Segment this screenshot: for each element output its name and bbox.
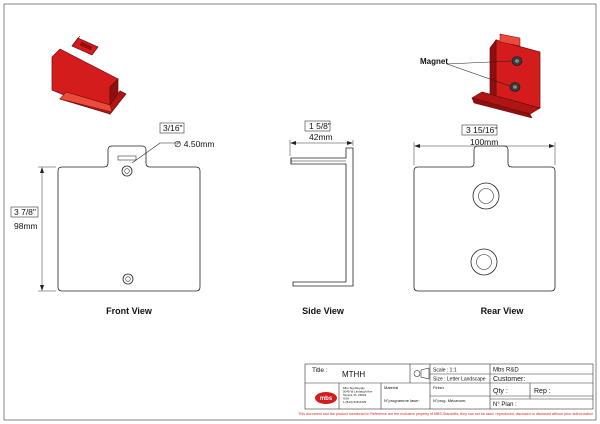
width-dim-inch-box (461, 124, 498, 136)
qty-label: Qty : (493, 388, 508, 395)
mbs-logo-text: mbs (320, 396, 333, 402)
front-hole-lower-inner (125, 276, 131, 282)
address-line-5: 1-(813) 538-6325 (343, 400, 367, 404)
iso-rear-part (446, 33, 541, 119)
projection-symbol-icon (413, 370, 421, 377)
magnet-upper-core (515, 59, 519, 63)
height-dim-inch: 3 7/8" (14, 207, 36, 217)
rear-view-outline (413, 145, 556, 292)
sheet-border (3, 3, 597, 421)
width-dim-mm: 100mm (470, 137, 498, 147)
width-arrow-left (414, 144, 420, 148)
front-view-outline (57, 145, 201, 292)
plan-label: N° Plan : (493, 402, 517, 408)
magnet-leader-lower (446, 63, 511, 87)
side-view-outline (290, 147, 354, 287)
magnet-leader-upper (446, 60, 513, 65)
height-dim-mm: 98mm (14, 221, 38, 231)
company-text: Mbs R&D (493, 368, 519, 374)
hole-dim-inch: 3/16" (163, 123, 183, 133)
depth-arrow-left (290, 141, 296, 145)
title-block-frame (304, 363, 594, 410)
magnet-label: Magnet (420, 57, 448, 66)
front-hole-lower (122, 273, 134, 285)
front-view-label: Front View (106, 306, 153, 316)
front-hole-upper-inner (124, 168, 130, 174)
prog-mecanum-label: N°prog. Mécanum. (433, 398, 466, 403)
depth-arrow-right (347, 141, 353, 145)
title-value: MTHH (342, 370, 365, 379)
address-line-1: Mbs SignSupply (343, 386, 365, 390)
front-slot (117, 155, 137, 161)
width-arrow-right (549, 144, 555, 148)
hole-callout-leader (131, 142, 180, 164)
finish-label: Finish (433, 385, 444, 390)
size-text: Size : Letter Landscape (433, 377, 486, 383)
height-arrow-top (40, 167, 44, 173)
address-line-4: USA (343, 397, 349, 401)
footer-disclaimer: This document and the product mentioned … (298, 412, 593, 416)
side-view (289, 140, 354, 287)
rear-view (413, 142, 556, 292)
depth-dim-inch-box (304, 120, 331, 132)
iso-front-part (51, 35, 127, 115)
hole-dim-inch-box (159, 122, 185, 134)
address-line-2: 5040 W Lindaugh Ave (343, 390, 373, 394)
rear-magnet-hole-upper (472, 182, 500, 210)
customer-label: Customer: (493, 376, 525, 383)
scale-text: Scale : 1:1 (433, 368, 457, 374)
side-view-label: Side View (302, 306, 345, 316)
hole-dim-mm: ∅ 4.50mm (174, 139, 214, 149)
iso-rear-leg-lip (471, 97, 533, 119)
height-dim-inch-box (10, 206, 39, 218)
rear-view-label: Rear View (481, 306, 525, 316)
depth-dim-inch: 1 5/8" (309, 121, 331, 131)
front-hole-upper (121, 165, 133, 177)
address-line-3: Tampa, FL 33634 (343, 393, 367, 397)
material-label: Material (384, 385, 398, 390)
title-label: Title : (312, 367, 328, 374)
iso-front-tab-top (71, 35, 81, 47)
rear-magnet-hole-lower-inner (476, 254, 492, 270)
title-block (304, 363, 594, 410)
iso-rear-tab (499, 33, 521, 47)
width-dim-inch: 3 15/16" (466, 125, 497, 135)
projection-cone-icon (420, 367, 430, 380)
rear-magnet-hole-upper-inner (478, 188, 494, 204)
front-view (38, 142, 201, 292)
magnet-lower-core (513, 85, 517, 89)
height-arrow-bottom (40, 285, 44, 291)
rep-label: Rep : (534, 388, 551, 395)
programme-label: N°programme laser: (384, 398, 420, 403)
depth-dim-mm: 42mm (309, 132, 333, 142)
iso-front-leg-top (59, 91, 113, 113)
mbs-logo-icon (315, 392, 337, 404)
rear-magnet-hole-lower (470, 248, 498, 276)
iso-front-slot (79, 41, 93, 51)
